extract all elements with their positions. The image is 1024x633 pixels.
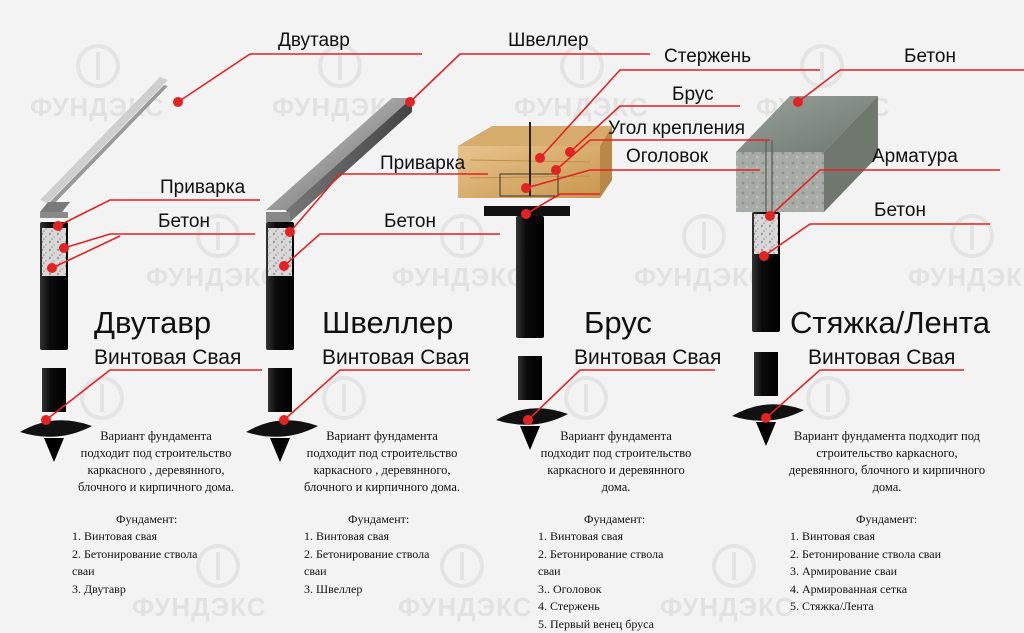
column-description: Вариант фундамента подходит под строител…	[302, 428, 462, 496]
callout-pile-cap: Оголовок	[626, 146, 708, 168]
pile-label: Винтовая Свая	[574, 346, 721, 370]
column-description: Вариант фундамента подходит под строител…	[76, 428, 236, 496]
callout-timber: Брус	[672, 84, 714, 106]
callout-channel: Швеллер	[508, 30, 589, 52]
list-item: 1. Винтовая свая	[790, 528, 941, 546]
column-title: Двутавр	[94, 305, 211, 341]
list-item: 5. Первый венец бруса	[538, 616, 663, 633]
steps-title: Фундамент:	[116, 512, 177, 527]
list-item: 4. Стержень	[538, 598, 663, 616]
steps-list: 1. Винтовая свая 2. Бетонирование ствола…	[72, 528, 197, 598]
pile-label: Винтовая Свая	[808, 346, 955, 370]
pile-shaft	[266, 222, 294, 350]
callout-mounting-angle: Угол крепления	[608, 118, 745, 140]
callout-weld: Приварка	[160, 177, 245, 199]
pile-shaft	[40, 222, 68, 350]
concrete-strip-illustration	[736, 96, 878, 220]
steps-list: 1. Винтовая свая 2. Бетонирование ствола…	[304, 528, 429, 598]
pile-label: Винтовая Свая	[94, 346, 241, 370]
list-item: 4. Армированная сетка	[790, 581, 941, 599]
column-title: Стяжка/Лента	[790, 305, 990, 341]
steps-list: 1. Винтовая свая 2. Бетонирование ствола…	[538, 528, 663, 633]
list-item: 2. Бетонирование ствола	[72, 546, 197, 564]
pile-shaft	[752, 212, 780, 332]
list-item: сваи	[304, 563, 429, 581]
list-item: 2. Бетонирование ствола	[538, 546, 663, 564]
steps-list: 1. Винтовая свая 2. Бетонирование ствола…	[790, 528, 941, 616]
list-item: 3. Швеллер	[304, 581, 429, 599]
callout-concrete-top: Бетон	[904, 46, 956, 68]
list-item: 5. Стяжка/Лента	[790, 598, 941, 616]
list-item: 3. Армирование сваи	[790, 563, 941, 581]
list-item: 1. Винтовая свая	[72, 528, 197, 546]
callout-concrete: Бетон	[384, 211, 436, 233]
list-item: 1. Винтовая свая	[538, 528, 663, 546]
callout-rebar: Арматура	[872, 146, 958, 168]
callout-concrete: Бетон	[874, 200, 926, 222]
list-item: 2. Бетонирование ствола	[304, 546, 429, 564]
list-item: сваи	[72, 563, 197, 581]
list-item: сваи	[538, 563, 663, 581]
list-item: 3.. Оголовок	[538, 581, 663, 599]
column-description: Вариант фундамента подходит под строител…	[536, 428, 696, 496]
list-item: 1. Винтовая свая	[304, 528, 429, 546]
timber-illustration	[458, 122, 612, 216]
callout-concrete: Бетон	[158, 211, 210, 233]
callout-weld: Приварка	[380, 153, 465, 175]
callout-rod: Стержень	[664, 46, 751, 68]
steps-title: Фундамент:	[348, 512, 409, 527]
list-item: 3. Двутавр	[72, 581, 197, 599]
column-title: Швеллер	[322, 305, 453, 341]
steps-title: Фундамент:	[584, 512, 645, 527]
callout-i-beam: Двутавр	[278, 30, 350, 52]
column-description: Вариант фундамента подходит под строител…	[782, 428, 992, 496]
i-beam-illustration	[40, 77, 168, 218]
pile-label: Винтовая Свая	[322, 346, 469, 370]
column-title: Брус	[584, 305, 652, 341]
pile-shaft	[516, 216, 544, 338]
list-item: 2. Бетонирование ствола сваи	[790, 546, 941, 564]
steps-title: Фундамент:	[856, 512, 917, 527]
